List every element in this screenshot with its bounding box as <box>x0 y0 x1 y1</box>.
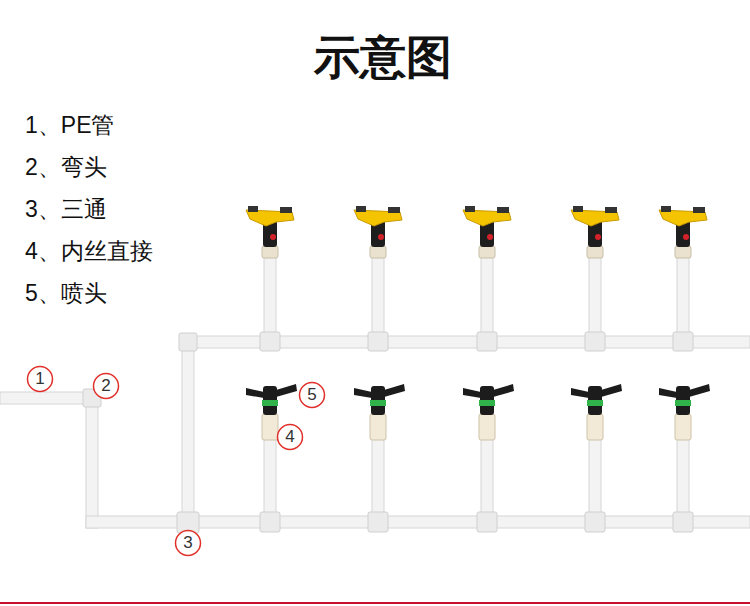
pipe-fitting <box>673 332 693 351</box>
pipe-fitting <box>673 512 693 532</box>
key-item: 2、弯头 <box>25 152 107 183</box>
red-part <box>487 234 493 240</box>
callout-number: 4 <box>276 427 304 447</box>
red-part <box>270 234 276 240</box>
pipe-fitting <box>477 512 497 532</box>
nozzle <box>388 207 400 213</box>
pipe-fitting <box>179 333 197 351</box>
pe-pipe <box>677 438 689 518</box>
callout-number: 2 <box>92 376 120 396</box>
arm <box>276 384 297 397</box>
green-ring <box>370 400 386 406</box>
nozzle <box>248 206 258 212</box>
pe-pipe <box>481 256 493 340</box>
impact-sprinkler <box>246 206 294 258</box>
pipe-fittings <box>83 332 693 533</box>
rotary-sprinkler <box>571 384 622 440</box>
adapter <box>262 246 278 258</box>
pe-pipe <box>372 438 384 518</box>
arm <box>384 384 405 397</box>
red-part <box>378 234 384 240</box>
pe-pipe <box>589 438 601 518</box>
pipe-fitting <box>368 512 388 532</box>
rotary-sprinkler <box>354 384 405 440</box>
nozzle <box>356 206 366 212</box>
pe-pipe <box>264 438 276 518</box>
key-item: 5、喷头 <box>25 278 107 309</box>
pe-pipe <box>182 336 194 522</box>
red-part <box>683 234 689 240</box>
adapter <box>675 246 691 258</box>
callout-number: 3 <box>174 533 202 553</box>
arm <box>493 384 514 397</box>
pe-pipe <box>86 392 98 528</box>
callout-circle: 1 <box>26 365 54 393</box>
arm <box>659 388 677 398</box>
key-item: 3、三通 <box>25 194 107 225</box>
callout-circle: 2 <box>92 372 120 400</box>
sprinkler-body <box>480 386 494 415</box>
pipe-fitting <box>260 512 280 532</box>
pe-pipe <box>372 256 384 340</box>
callout-circle: 3 <box>174 529 202 557</box>
green-ring <box>479 400 495 406</box>
green-ring <box>262 400 278 406</box>
pipe-fitting <box>477 332 497 351</box>
arm <box>354 388 372 398</box>
nozzle <box>465 206 475 212</box>
key-item: 4、内丝直接 <box>25 236 153 267</box>
rotary-sprinkler <box>463 384 514 440</box>
callout-number: 1 <box>26 369 54 389</box>
pe-pipe <box>677 256 689 340</box>
female-adapter <box>479 414 495 440</box>
title: 示意图 <box>314 27 452 89</box>
green-ring <box>675 400 691 406</box>
bottom-rule <box>0 602 750 604</box>
rotary-sprinkler <box>659 384 710 440</box>
sprinkler-body <box>676 386 690 415</box>
nozzle <box>605 207 617 213</box>
arm <box>689 384 710 397</box>
nozzle <box>693 207 705 213</box>
impact-sprinkler <box>659 206 707 258</box>
pipe-fitting <box>585 332 605 351</box>
nozzle <box>573 206 583 212</box>
pe-pipe <box>589 256 601 340</box>
arm <box>601 384 622 397</box>
pipe-fitting <box>585 512 605 532</box>
pe-pipes <box>0 256 750 528</box>
key-item: 1、PE管 <box>25 110 114 141</box>
adapter <box>479 246 495 258</box>
impact-sprinkler <box>571 206 619 258</box>
pipe-fitting <box>368 332 388 351</box>
adapter <box>587 246 603 258</box>
sprinkler-body <box>588 386 602 415</box>
green-ring <box>587 400 603 406</box>
pipe-fitting <box>260 332 280 351</box>
adapter <box>370 246 386 258</box>
female-adapter <box>370 414 386 440</box>
pe-pipe <box>264 256 276 340</box>
callout-circle: 5 <box>298 381 326 409</box>
nozzle <box>280 207 292 213</box>
female-adapter <box>262 414 278 440</box>
impact-sprinkler <box>354 206 402 258</box>
callout-number: 5 <box>298 385 326 405</box>
nozzle <box>661 206 671 212</box>
arm <box>571 388 589 398</box>
sprinkler-body <box>371 386 385 415</box>
pe-pipe <box>481 438 493 518</box>
sprinkler-body <box>263 386 277 415</box>
nozzle <box>497 207 509 213</box>
pe-pipe <box>0 392 96 404</box>
impact-sprinkler <box>463 206 511 258</box>
female-adapter <box>675 414 691 440</box>
arm <box>463 388 481 398</box>
female-adapter <box>587 414 603 440</box>
callout-circle: 4 <box>276 423 304 451</box>
arm <box>246 388 264 398</box>
red-part <box>595 234 601 240</box>
